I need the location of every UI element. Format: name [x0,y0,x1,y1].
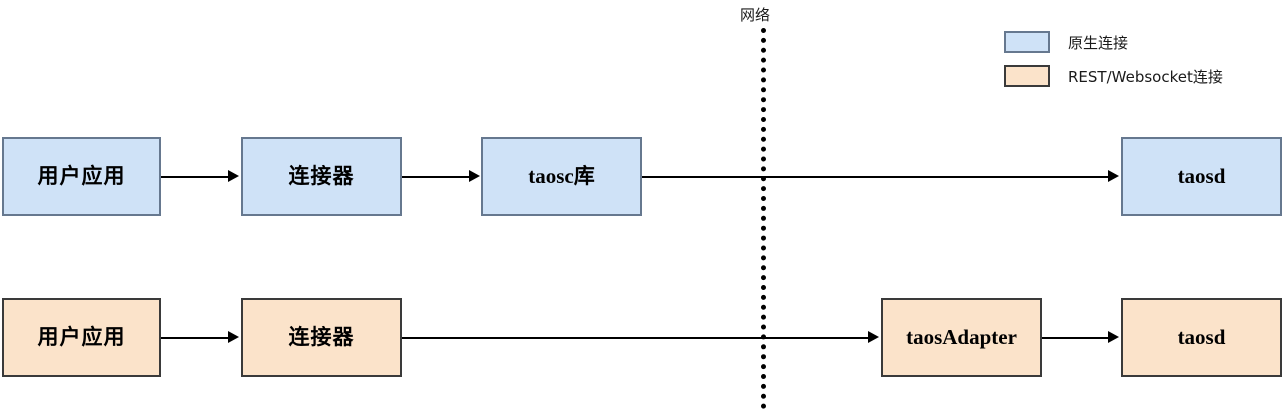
node-native-taosd-label: taosd [1177,164,1226,189]
network-divider-label: 网络 [740,6,771,24]
node-rest-user-app-label: 用户应用 [37,325,126,350]
edge-native-userapp-to-connector [161,176,230,178]
edge-native-connector-to-taosc [402,176,471,178]
node-rest-user-app[interactable]: 用户应用 [2,298,161,377]
arrowhead-native-taosc-icon [469,170,480,182]
arrowhead-native-taosd-icon [1108,170,1119,182]
node-native-user-app-label: 用户应用 [37,164,126,189]
legend-label-rest: REST/Websocket连接 [1068,67,1223,86]
arrowhead-rest-taosd-icon [1108,331,1119,343]
legend-swatch-native-icon [1004,31,1050,53]
legend-label-native: 原生连接 [1068,33,1129,52]
node-rest-taosadapter[interactable]: taosAdapter [881,298,1042,377]
edge-rest-connector-to-taosadapter [402,337,870,339]
edge-rest-userapp-to-connector [161,337,230,339]
arrowhead-rest-connector-icon [228,331,239,343]
node-rest-taosd-label: taosd [1177,325,1226,350]
arrowhead-native-connector-icon [228,170,239,182]
node-native-taosc[interactable]: taosc库 [481,137,642,216]
legend-item-rest: REST/Websocket连接 [1004,65,1223,87]
node-native-connector[interactable]: 连接器 [241,137,402,216]
node-native-taosc-label: taosc库 [528,164,595,189]
legend-item-native: 原生连接 [1004,31,1128,53]
arrowhead-rest-taosadapter-icon [868,331,879,343]
node-rest-taosd[interactable]: taosd [1121,298,1282,377]
node-native-connector-label: 连接器 [288,164,355,189]
node-rest-taosadapter-label: taosAdapter [906,325,1017,350]
node-native-taosd[interactable]: taosd [1121,137,1282,216]
node-rest-connector[interactable]: 连接器 [241,298,402,377]
edge-native-taosc-to-taosd [642,176,1110,178]
network-divider-line [761,28,766,409]
edge-rest-taosadapter-to-taosd [1042,337,1110,339]
legend-swatch-rest-icon [1004,65,1050,87]
node-native-user-app[interactable]: 用户应用 [2,137,161,216]
node-rest-connector-label: 连接器 [288,325,355,350]
